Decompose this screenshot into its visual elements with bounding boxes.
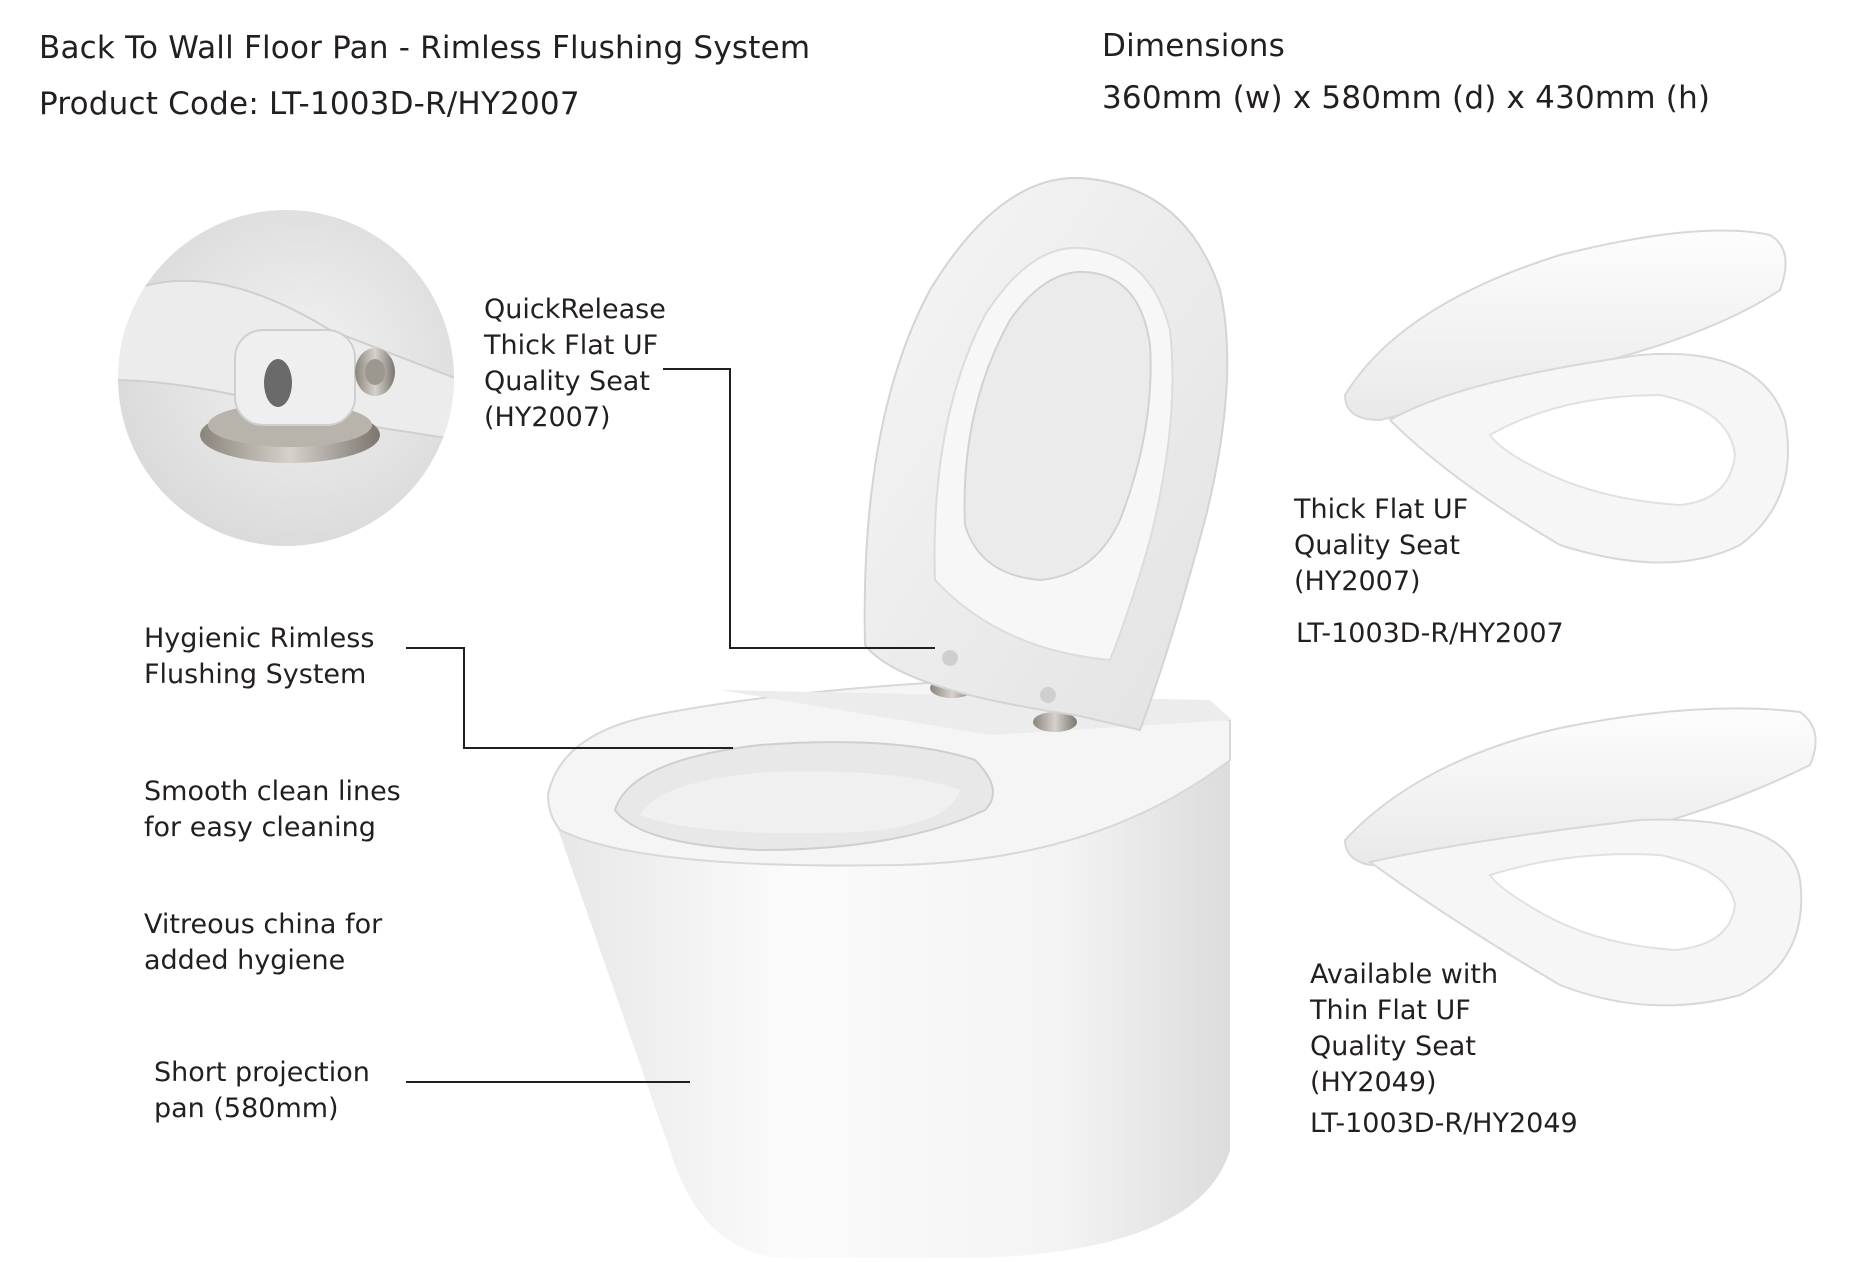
seat-option-description: Available with Thin Flat UF Quality Seat… — [1310, 959, 1499, 1098]
thin-seat-image — [1343, 707, 1817, 1007]
seat-option-code: LT-1003D-R/HY2007 — [1296, 618, 1564, 649]
vitreous-china-feature-label: Vitreous china for added hygiene — [144, 909, 383, 976]
dimensions-value: 360mm (w) x 580mm (d) x 430mm (h) — [1102, 80, 1711, 116]
seat-callout-label: QuickRelease Thick Flat UF Quality Seat … — [484, 294, 666, 433]
product-code: Product Code: LT-1003D-R/HY2007 — [39, 86, 580, 122]
seat-option-code: LT-1003D-R/HY2049 — [1310, 1108, 1578, 1139]
seat-option-description: Thick Flat UF Quality Seat (HY2007) — [1294, 494, 1469, 597]
dimensions-heading: Dimensions — [1102, 28, 1285, 64]
floor-pan-image — [546, 176, 1232, 1258]
rimless-feature-label: Hygienic Rimless Flushing System — [144, 623, 375, 690]
seat-callout-line — [663, 368, 935, 649]
rimless-callout-line — [406, 647, 733, 749]
product-title: Back To Wall Floor Pan - Rimless Flushin… — [39, 30, 811, 66]
thick-seat-image — [1343, 229, 1789, 564]
short-projection-feature-label: Short projection pan (580mm) — [154, 1057, 370, 1124]
hinge-detail-image — [118, 210, 454, 546]
smooth-lines-feature-label: Smooth clean lines for easy cleaning — [144, 776, 401, 843]
